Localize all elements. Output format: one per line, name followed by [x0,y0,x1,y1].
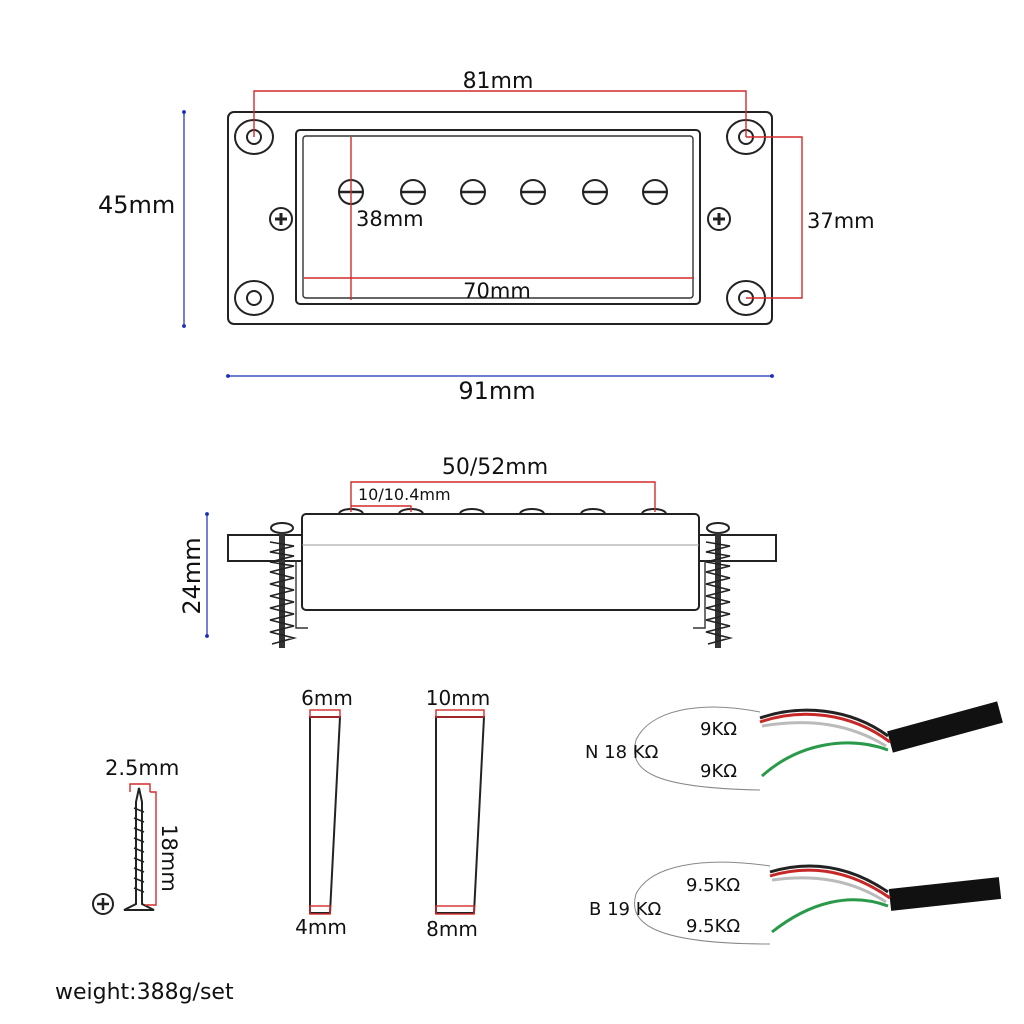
pole-piece [400,179,426,205]
bridge-spacer: 10mm 8mm [426,686,490,941]
bridge-cable [888,877,1002,911]
neck-coil2-resistance: 9KΩ [700,761,737,782]
phillips-screw-icon [269,207,293,231]
screw-diameter-dimension-line [129,783,151,792]
neck-resistance-bubble [634,706,761,791]
screw-detail: 2.5mm 18mm [92,756,181,915]
pole-spacing-label: 10/10.4mm [358,485,451,504]
pole-span-dimension-line [350,481,656,512]
pole-piece [582,179,608,205]
bridge-spacer-top-dimension [435,709,485,718]
neck-wiring: N 18 KΩ 9KΩ 9KΩ [585,701,1003,791]
pole-piece [520,179,546,205]
bridge-coil2-resistance: 9.5KΩ [686,916,740,937]
side-height-label: 24mm [178,537,206,614]
phillips-screw-head-icon [92,893,114,915]
bridge-spacer-bottom-label: 8mm [426,917,478,941]
pickup-body-side [301,513,700,611]
bridge-wire-red [769,868,891,900]
bridge-resistance-bubble [634,861,771,945]
right-leg [693,560,706,629]
screw-length-label: 18mm [157,824,181,892]
neck-wire-white [761,721,887,748]
neck-spacer: 6mm 4mm [295,686,353,939]
bridge-wire-white [771,876,887,904]
neck-coil1-resistance: 9KΩ [700,719,737,740]
inner-width-label: 70mm [463,279,531,303]
hole-spacing-dimension-line [253,90,747,137]
bridge-spacer-shape [435,716,486,914]
inner-height-label: 38mm [356,207,424,231]
height-label: 45mm [98,191,175,219]
hole-spacing-label: 81mm [463,69,534,94]
neck-spacer-top-label: 6mm [301,686,353,710]
pole-span-label: 50/52mm [442,455,548,480]
screw-body [123,787,155,911]
neck-cable [887,701,1003,753]
bridge-spacer-bottom-dimension [435,905,475,915]
neck-wire-black [759,708,889,738]
pickup-cover-inner [302,135,694,299]
pole-piece [642,179,668,205]
bridge-wire-green [771,898,889,934]
top-view: 81mm 45mm 38mm 70mm 37mm 91mm [98,69,875,405]
height-screw-left [269,522,298,648]
weight-label: weight:388g/set [55,980,234,1005]
mounting-hole [234,280,274,316]
bridge-wire-black [769,864,889,894]
height-screw-right [705,522,734,648]
pole-spacing-dimension-line [351,505,412,512]
left-leg [295,560,308,629]
neck-total-resistance: N 18 KΩ [585,742,659,763]
side-view: 50/52mm 10/10.4mm 24mm [178,455,777,648]
hole-vertical-dimension-line [746,136,803,299]
screw-length-dimension-line [145,791,157,906]
bridge-coil1-resistance: 9.5KΩ [686,875,740,896]
neck-spacer-bottom-dimension [309,905,331,915]
bridge-total-resistance: B 19 KΩ [589,899,662,920]
neck-wire-red [759,712,891,744]
pole-piece [460,179,486,205]
neck-spacer-top-dimension [309,709,341,718]
bridge-wiring: B 19 KΩ 9.5KΩ 9.5KΩ [589,861,1002,945]
pickup-cover-outer [295,129,701,305]
neck-spacer-bottom-label: 4mm [295,915,347,939]
neck-spacer-shape [309,716,342,914]
total-width-label: 91mm [458,377,535,405]
neck-wire-green [761,741,889,778]
phillips-screw-icon [707,207,731,231]
bridge-spacer-top-label: 10mm [426,686,490,710]
screw-diameter-label: 2.5mm [105,756,179,780]
hole-vertical-label: 37mm [807,209,875,233]
